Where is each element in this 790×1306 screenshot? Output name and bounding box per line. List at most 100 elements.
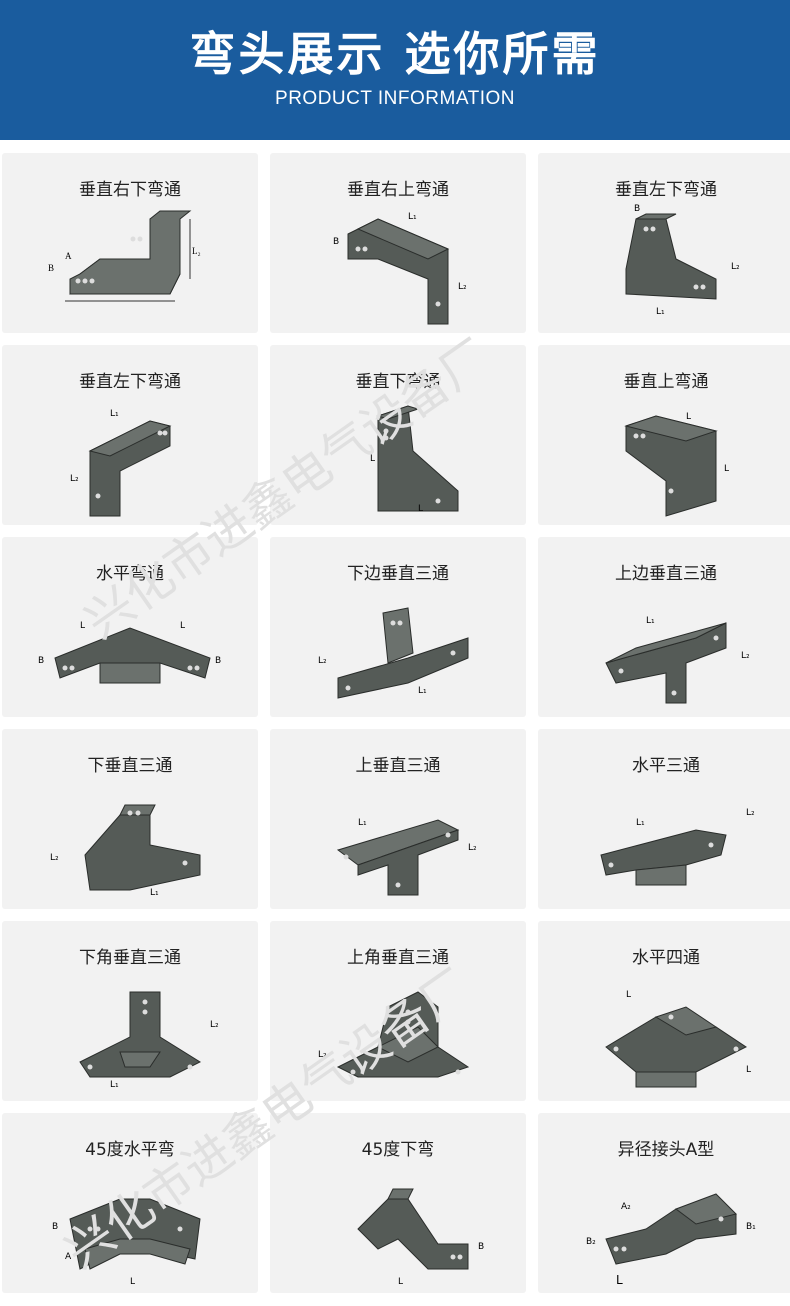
dim-label: L₁ (656, 307, 665, 317)
dim-label: L₂ (318, 1050, 327, 1060)
fitting-drawing: B L₂ L₁ (625, 204, 740, 317)
dim-label: L₂ (458, 282, 467, 292)
product-card: 下垂直三通 L₂ L₁ (2, 729, 258, 909)
dim-label: L (626, 990, 631, 1000)
product-card: 异径接头A型 A₂ B₂ L B₁ (538, 1113, 790, 1293)
dim-label: L₂ (70, 474, 79, 484)
page-title: 弯头展示 选你所需 (189, 27, 601, 81)
dim-label: L (398, 1277, 403, 1287)
dim-label: L₂ (210, 1020, 219, 1030)
product-label: 下垂直三通 (87, 756, 173, 776)
product-card: 45度水平弯 B A L (2, 1113, 258, 1293)
dim-label: L₁ (358, 818, 367, 828)
product-label: 上边垂直三通 (615, 564, 717, 584)
product-card: 上垂直三通 L₁ L₂ (270, 729, 526, 909)
fitting-drawing: L₁ L₂ (605, 616, 750, 704)
fitting-drawing: L L B B (38, 621, 221, 684)
product-label: 上垂直三通 (355, 756, 441, 776)
dim-label: A (65, 1252, 72, 1262)
product-card: 上边垂直三通 L₁ L₂ (538, 537, 790, 717)
fitting-drawing: L₂ L₁ (79, 991, 219, 1090)
dim-label: L₁ (110, 409, 119, 419)
dim-label: L₁ (408, 212, 417, 222)
page-subtitle: PRODUCT INFORMATION (275, 88, 515, 109)
dim-label: B (478, 1242, 484, 1252)
dim-label: L (686, 412, 691, 422)
product-card: 下边垂直三通 L₂ L₁ (270, 537, 526, 717)
fitting-drawing: L L (370, 405, 459, 514)
dim-label: L₁ (150, 888, 159, 898)
dim-label: L₁ (110, 1080, 119, 1090)
dim-label: L₁ (646, 616, 655, 626)
dim-label: L (616, 1273, 623, 1287)
product-card: 垂直左下弯通 L₁ L₂ (2, 345, 258, 525)
dim-label: B (48, 263, 54, 273)
fitting-drawing: L L (605, 990, 751, 1088)
dim-label: B (333, 237, 339, 247)
dim-label: L (724, 464, 729, 474)
dim-label: L₂ (468, 843, 477, 853)
product-card: 垂直右上弯通 B L₁ L₂ (270, 153, 526, 333)
product-label: 45度下弯 (361, 1140, 435, 1160)
fitting-drawing: L₁ L₂ (600, 808, 755, 886)
product-label: 下角垂直三通 (79, 948, 181, 968)
fitting-drawing: L₁ L₂ (336, 818, 477, 896)
product-card: 上角垂直三通 L₂ (270, 921, 526, 1101)
product-label: 垂直下弯通 (355, 372, 441, 392)
fitting-drawing: B A L₂ (48, 210, 201, 302)
dim-label: A₂ (621, 1202, 631, 1212)
dim-label: L₂ (192, 246, 201, 256)
product-label: 水平三通 (632, 756, 700, 776)
fitting-drawing: L₂ (318, 991, 470, 1078)
dim-label: L (418, 504, 423, 514)
fitting-drawing: L₁ L₂ (70, 409, 172, 517)
product-label: 下边垂直三通 (347, 564, 449, 584)
product-label: 垂直左下弯通 (615, 180, 717, 200)
product-card: 垂直左下弯通 B L₂ L₁ (538, 153, 790, 333)
product-card: 垂直右下弯通 B A L₂ (2, 153, 258, 333)
fitting-drawing: L₂ L₁ (318, 607, 469, 699)
product-label: 垂直上弯通 (623, 372, 709, 392)
dim-label: L₁ (636, 818, 645, 828)
product-card: 垂直下弯通 L L (270, 345, 526, 525)
fitting-drawing: L₂ L₁ (50, 804, 201, 898)
product-label: 垂直右上弯通 (347, 180, 449, 200)
dim-label: L (370, 454, 375, 464)
dim-label: L (80, 621, 85, 631)
dim-label: L (130, 1277, 135, 1287)
dim-label: B₂ (586, 1237, 596, 1247)
dim-label: L₂ (318, 656, 327, 666)
product-card: 垂直上弯通 L L (538, 345, 790, 525)
dim-label: B₁ (746, 1222, 756, 1232)
dim-label: L₂ (731, 262, 740, 272)
dim-label: L₂ (746, 808, 755, 818)
fitting-drawing: A₂ B₂ L B₁ (586, 1193, 756, 1287)
dim-label: L₁ (418, 686, 427, 696)
product-card: 下角垂直三通 L₂ L₁ (2, 921, 258, 1101)
dim-label: L (746, 1065, 751, 1075)
product-label: 垂直右下弯通 (79, 180, 181, 200)
product-label: 水平四通 (632, 948, 700, 968)
fitting-drawing: L L (624, 412, 729, 517)
product-label: 45度水平弯 (85, 1140, 175, 1160)
product-card: 水平三通 L₁ L₂ (538, 729, 790, 909)
product-grid: 垂直右下弯通 B A L₂ 垂直右上弯通 B L₁ L₂ 垂直左下弯通 (0, 140, 790, 1306)
dim-label: L₂ (741, 651, 750, 661)
product-card: 45度下弯 B L (270, 1113, 526, 1293)
fitting-drawing: B L (357, 1188, 484, 1287)
dim-label: B (215, 656, 221, 666)
product-label: 垂直左下弯通 (79, 372, 181, 392)
product-label: 异径接头A型 (617, 1140, 715, 1160)
fitting-drawing: B A L (52, 1198, 201, 1287)
product-card: 水平四通 L L (538, 921, 790, 1101)
product-label: 水平弯通 (96, 564, 164, 584)
fitting-drawing: B L₁ L₂ (333, 212, 467, 325)
dim-label: L (180, 621, 185, 631)
product-label: 上角垂直三通 (347, 948, 449, 968)
dim-label: A (65, 251, 72, 261)
dim-label: B (38, 656, 44, 666)
dim-label: B (52, 1222, 58, 1232)
dim-label: B (634, 204, 640, 214)
header-banner: 弯头展示 选你所需 PRODUCT INFORMATION (0, 0, 790, 140)
dim-label: L₂ (50, 853, 59, 863)
